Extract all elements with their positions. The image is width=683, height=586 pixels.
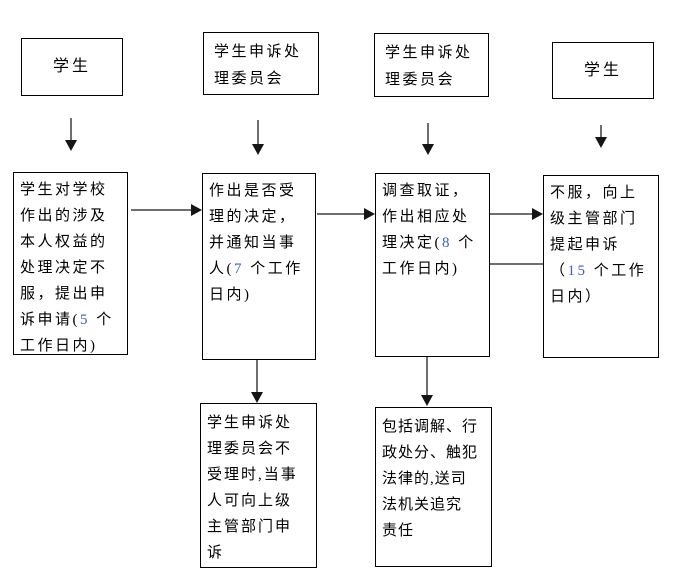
node-appeal-application: 学生对学校 作出的涉及 本人权益的 处理决定不 服，提出申 诉申请(5 个 工作… [13, 172, 128, 355]
arrow-right-icon [532, 208, 543, 220]
arrow-line [490, 213, 533, 215]
arrow-line [256, 360, 258, 394]
node-student-initial: 学生 [21, 38, 123, 96]
node-superior-appeal: 不服，向上 级主管部门 提起申诉 （15 个工作 日内） [543, 175, 659, 358]
node-investigation-decision: 调查取证， 作出相应处 理决定(8 个 工作日内) [375, 173, 490, 357]
arrow-right-icon [191, 204, 202, 216]
arrow-down-icon [422, 144, 434, 155]
node-student-final: 学生 [552, 42, 654, 99]
arrow-line [426, 357, 428, 397]
arrow-right-icon [364, 208, 375, 220]
node-not-accepted-note: 学生申诉处 理委员会不 受理时,当事 人可向上级 主管部门申 诉 [200, 403, 317, 568]
node-committee-investigate: 学生申诉处 理委员会 [374, 33, 489, 97]
node-enforcement-note: 包括调解、行 政处分、触犯 法律的,送司 法机关追究 责任 [375, 407, 492, 567]
arrow-down-icon [595, 137, 607, 148]
connector-line [490, 263, 543, 265]
arrow-line [317, 213, 365, 215]
arrow-line [257, 120, 259, 146]
arrow-down-icon [65, 140, 77, 151]
arrow-down-icon [421, 395, 433, 406]
arrow-line [600, 125, 602, 139]
arrow-down-icon [251, 392, 263, 403]
arrow-line [131, 209, 192, 211]
node-committee-accept: 学生申诉处 理委员会 [203, 32, 319, 95]
arrow-line [70, 118, 72, 142]
arrow-line [427, 123, 429, 146]
node-acceptance-decision: 作出是否受 理的决定， 并通知当事 人(7 个工作 日内) [202, 173, 316, 360]
arrow-down-icon [252, 144, 264, 155]
